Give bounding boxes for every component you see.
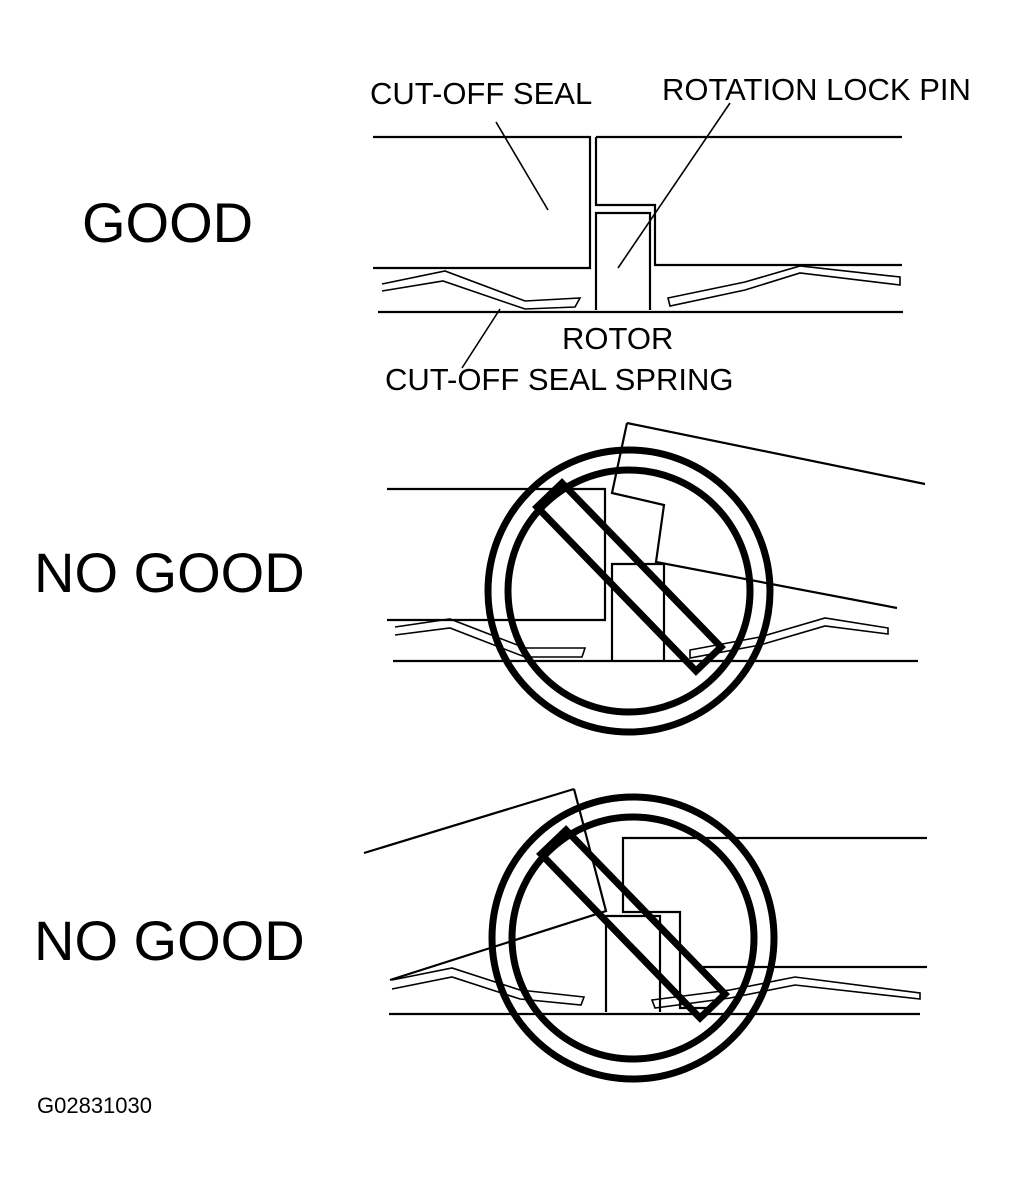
no-good-panel-2: NO GOOD [34,787,927,1083]
prohibition-icon [484,446,774,736]
leader-lines [461,102,731,369]
prohibition-icon [488,793,778,1083]
figure-code: G02831030 [37,1093,152,1118]
no-good-panel-1: NO GOOD [34,421,926,736]
rotation-lock-pin [594,211,652,310]
label-rotor: ROTOR [562,321,673,356]
label-cut-off-seal-spring: CUT-OFF SEAL SPRING [385,362,734,397]
label-cut-off-seal: CUT-OFF SEAL [370,76,592,111]
cut-off-seal [373,135,902,270]
verdict-good: GOOD [82,191,253,254]
verdict-no-good-2: NO GOOD [34,909,305,972]
label-rotation-lock-pin: ROTATION LOCK PIN [662,72,971,107]
cut-off-seal-spring [381,265,901,310]
good-panel: GOOD CUT-OFF SEAL ROTATION LOCK PIN ROTO… [82,72,971,397]
verdict-no-good-1: NO GOOD [34,541,305,604]
